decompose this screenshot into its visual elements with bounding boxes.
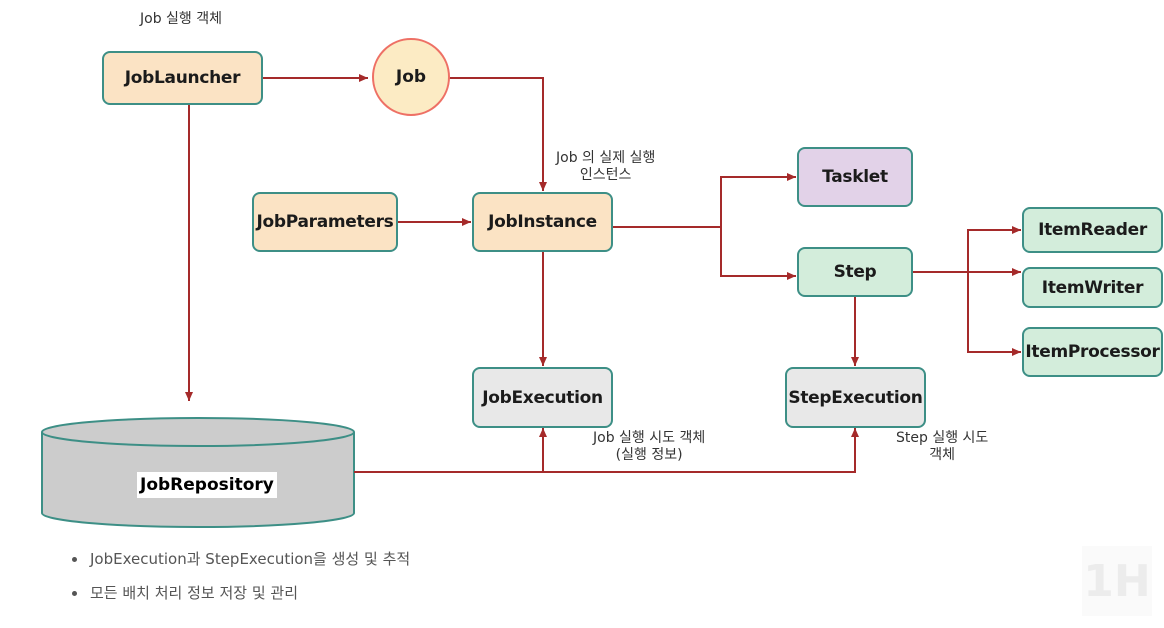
job-instance-description-line1: Job 의 실제 실행 [556, 150, 656, 166]
step-execution-description-line1: Step 실행 시도 [896, 430, 989, 446]
job-instance-node[interactable]: JobInstance [472, 192, 613, 252]
job-repository-features-list: JobExecution과 StepExecution을 생성 및 추적 모든 … [72, 548, 410, 616]
arrow-instance-to-tasklet [612, 173, 796, 228]
job-instance-description: Job 의 실제 실행 인스턴스 [556, 150, 655, 184]
job-node[interactable]: Job [372, 38, 450, 116]
list-item: JobExecution과 StepExecution을 생성 및 추적 [72, 548, 410, 582]
job-execution-node[interactable]: JobExecution [472, 367, 613, 428]
job-launcher-node[interactable]: JobLauncher [102, 51, 263, 105]
arrow-job-to-instance [448, 77, 547, 191]
step-execution-node[interactable]: StepExecution [785, 367, 926, 428]
job-parameters-node[interactable]: JobParameters [252, 192, 398, 252]
list-item: 모든 배치 처리 정보 저장 및 관리 [72, 582, 410, 616]
job-execution-description-line2: (실행 정보) [615, 447, 683, 463]
tasklet-node[interactable]: Tasklet [797, 147, 913, 207]
item-reader-node[interactable]: ItemReader [1022, 207, 1163, 253]
arrow-step-to-processor [967, 272, 1021, 356]
job-execution-description-line1: Job 실행 시도 객체 [593, 430, 706, 446]
watermark-logo: 1H [1082, 546, 1152, 616]
arrow-repository-to-stepexecution [543, 428, 859, 473]
arrow-step-to-reader [913, 226, 1021, 273]
arrow-repository-to-jobexecution [354, 428, 547, 473]
step-execution-description: Step 실행 시도 객체 [896, 430, 988, 464]
job-launcher-description: Job 실행 객체 [140, 11, 223, 27]
job-instance-description-line2: 인스턴스 [579, 167, 632, 183]
job-repository-label[interactable]: JobRepository [137, 472, 277, 498]
item-writer-node[interactable]: ItemWriter [1022, 267, 1163, 308]
arrow-instance-to-step [720, 227, 796, 280]
step-node[interactable]: Step [797, 247, 913, 297]
job-execution-description: Job 실행 시도 객체 (실행 정보) [593, 430, 705, 464]
step-execution-description-line2: 객체 [929, 447, 956, 463]
item-processor-node[interactable]: ItemProcessor [1022, 327, 1163, 377]
